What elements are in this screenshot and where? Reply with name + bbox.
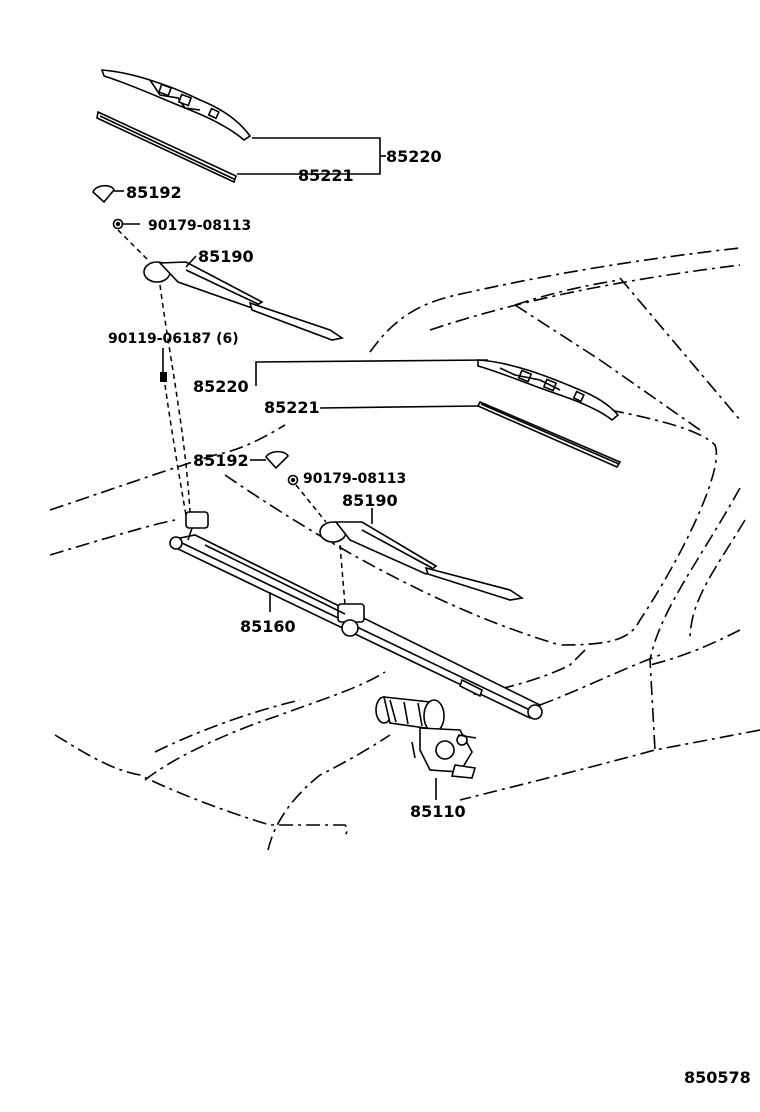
label-85220-upper: 85220 bbox=[386, 147, 442, 166]
bolt bbox=[160, 348, 167, 382]
label-nut-upper: 90179-08113 bbox=[148, 218, 251, 234]
dash-arm-pivot-upper bbox=[159, 284, 191, 513]
wiper-link bbox=[169, 511, 543, 720]
label-bolt: 90119-06187 (6) bbox=[108, 331, 239, 347]
leader-85220-lower bbox=[255, 359, 489, 386]
leader-85221-lower bbox=[319, 405, 479, 409]
label-nut-lower: 90179-08113 bbox=[303, 471, 406, 487]
wiper-arm-upper bbox=[143, 255, 345, 341]
wiper-arm-lower bbox=[319, 508, 525, 601]
car-body-outline bbox=[49, 247, 760, 851]
wiper-blade-lower bbox=[477, 359, 620, 422]
wiper-rubber-lower bbox=[476, 400, 622, 469]
label-85192-lower: 85192 bbox=[193, 451, 249, 470]
wiper-blade-upper bbox=[100, 69, 252, 142]
nut-lower bbox=[287, 474, 299, 486]
cap-lower bbox=[250, 450, 289, 470]
label-85221-lower: 85221 bbox=[264, 398, 320, 417]
label-85221-upper: 85221 bbox=[298, 166, 354, 185]
dash-nut-lower bbox=[295, 484, 327, 523]
dash-bolt bbox=[164, 384, 187, 516]
diagram-number: 850578 bbox=[684, 1068, 751, 1087]
wiper-motor bbox=[375, 696, 477, 779]
dash-nut-upper bbox=[117, 229, 151, 263]
dash-arm-pivot-lower bbox=[339, 544, 346, 606]
label-85160: 85160 bbox=[240, 617, 296, 636]
label-85220-lower: 85220 bbox=[193, 377, 249, 396]
label-85190-upper: 85190 bbox=[198, 247, 254, 266]
wiper-rubber-upper bbox=[96, 110, 237, 184]
cap-upper bbox=[92, 184, 124, 204]
nut-upper bbox=[112, 218, 140, 230]
label-85190-lower: 85190 bbox=[342, 491, 398, 510]
label-85192-upper: 85192 bbox=[126, 183, 182, 202]
label-85110: 85110 bbox=[410, 802, 466, 821]
